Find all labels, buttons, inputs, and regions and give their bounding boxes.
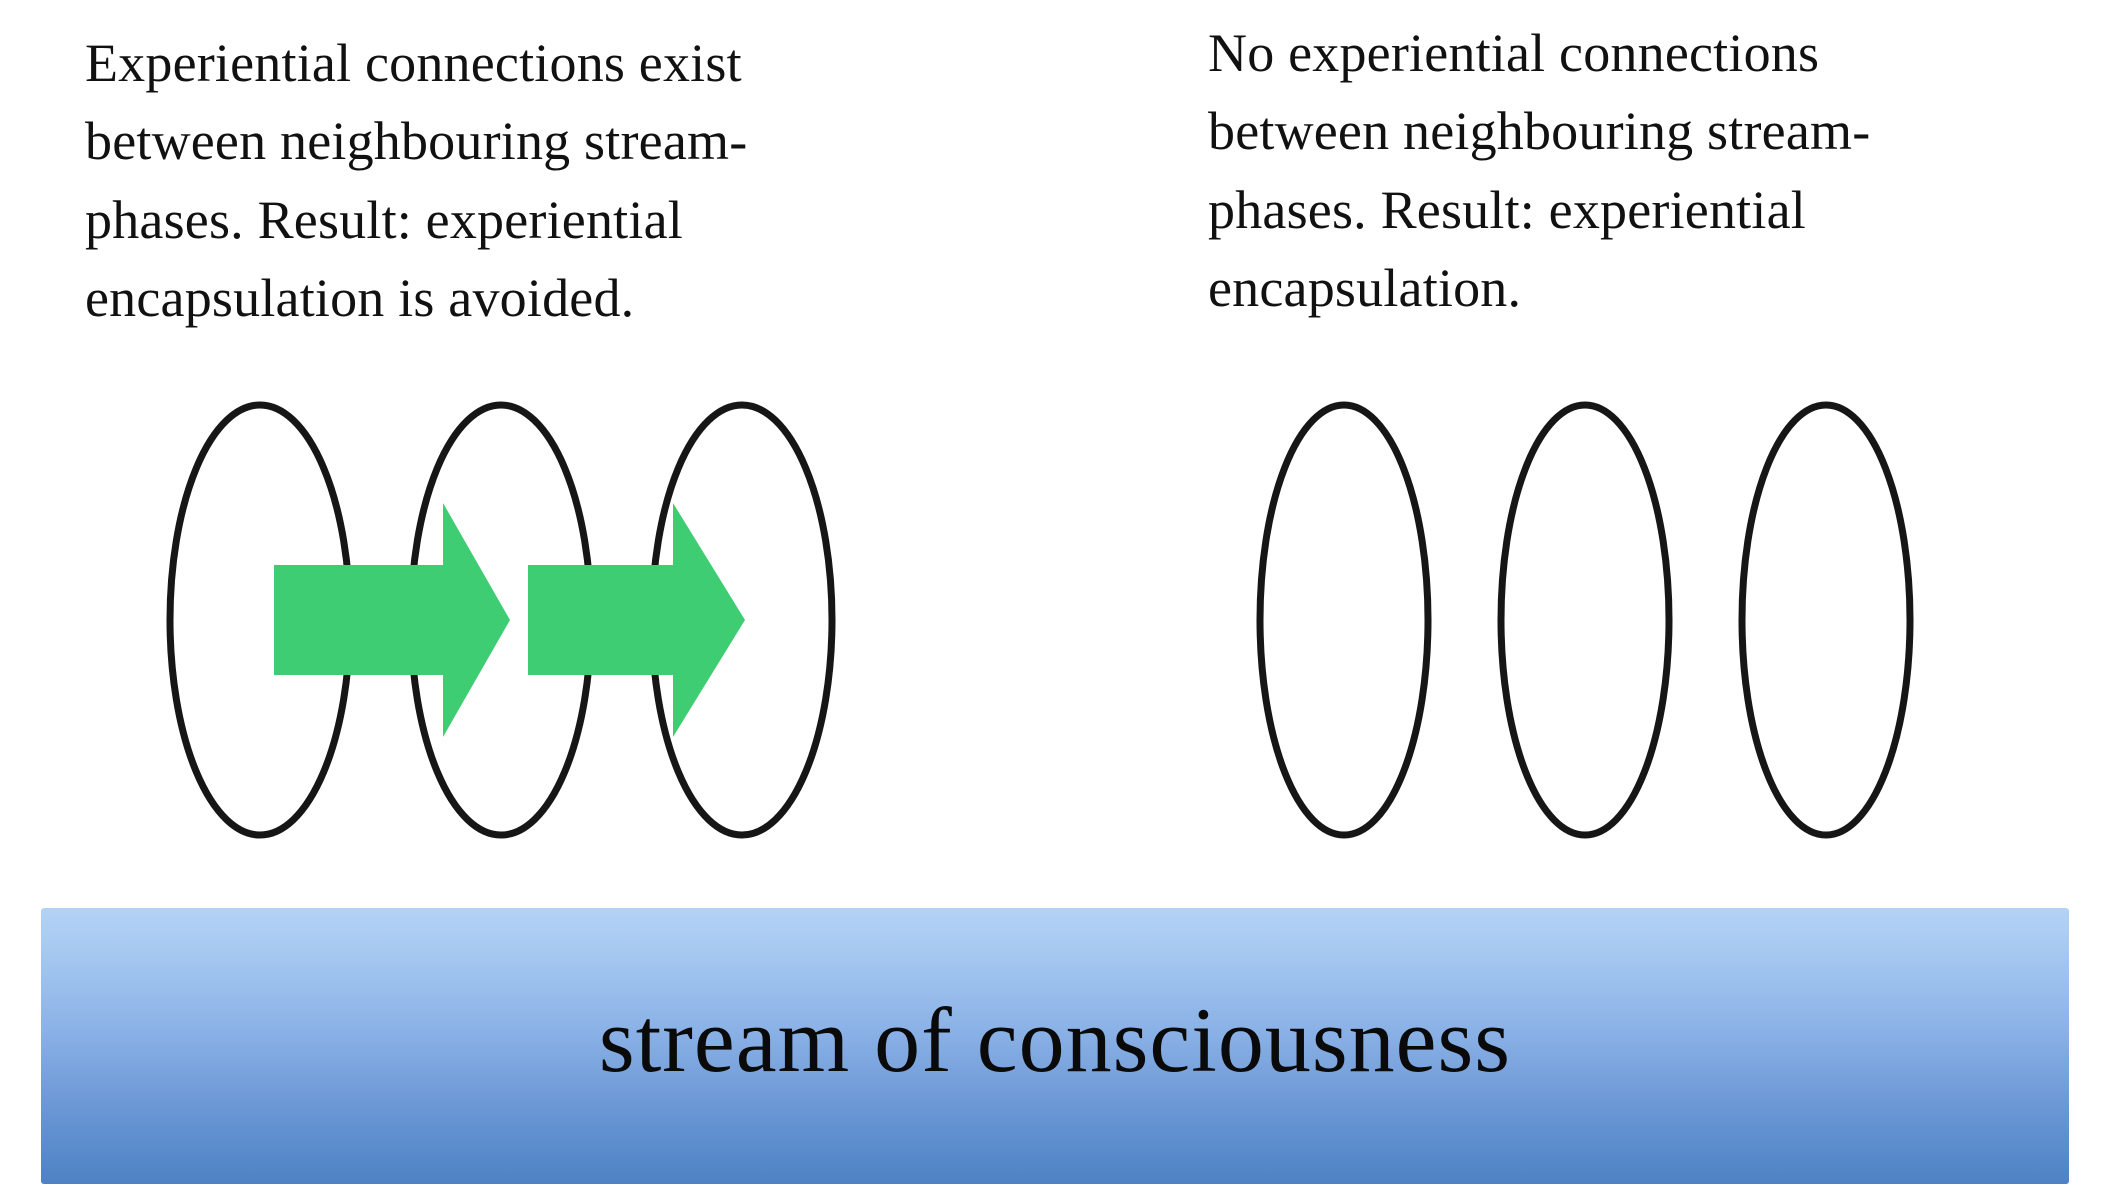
experiential-connection-arrow-icon: [274, 503, 510, 737]
connected-stream-phases-figure: [166, 401, 836, 839]
left-panel-caption: Experiential connections exist between n…: [85, 33, 748, 328]
experiential-connection-arrow-icon: [528, 503, 745, 737]
banner-label: stream of consciousness: [598, 989, 1512, 1091]
stream-phase-ellipse: [1256, 401, 1432, 839]
stream-phase-ellipse: [1738, 401, 1914, 839]
encapsulated-stream-phases-figure: [1256, 401, 1914, 839]
stream-phase-ellipse: [1497, 401, 1673, 839]
right-panel-caption: No experiential connections between neig…: [1208, 23, 1871, 318]
stream-of-consciousness-banner: stream of consciousness: [41, 908, 2069, 1184]
